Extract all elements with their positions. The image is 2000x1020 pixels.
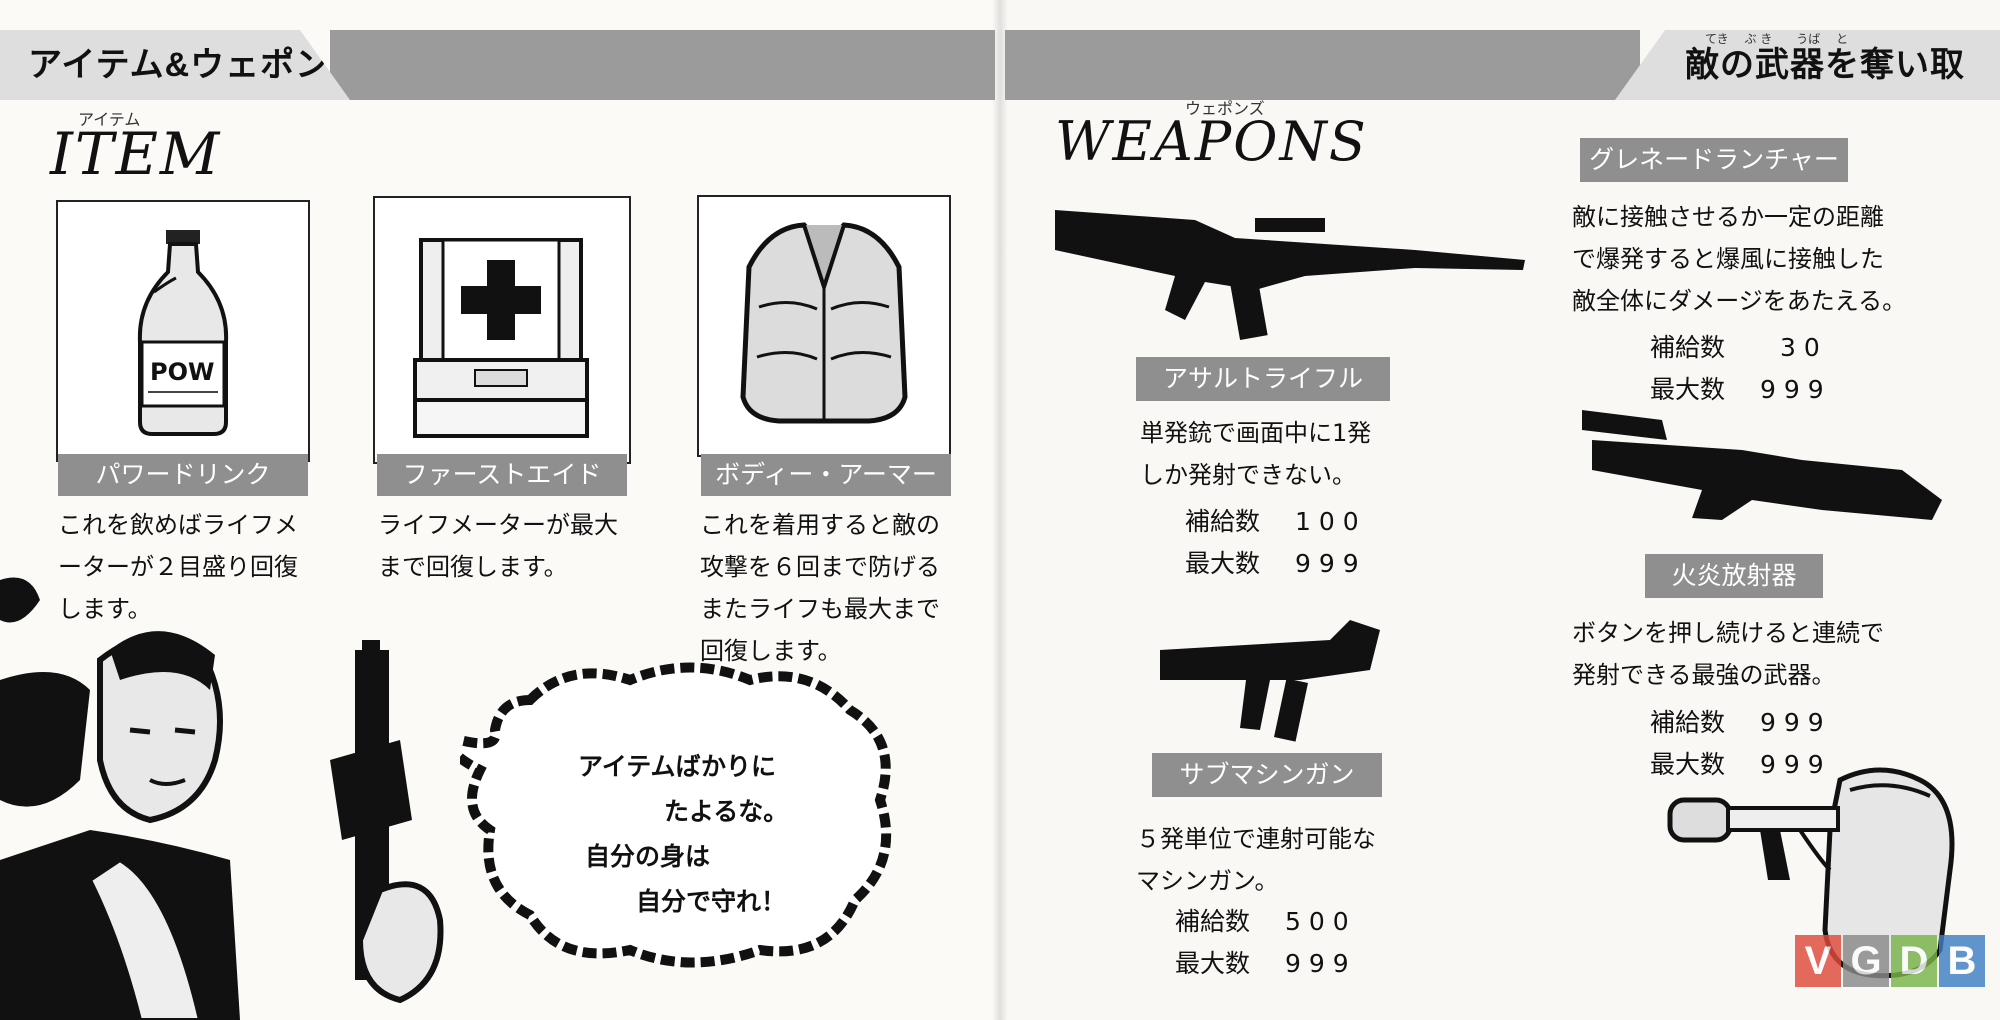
page-number-left: 8 xyxy=(28,982,47,1012)
item-title: ITEM xyxy=(50,120,222,188)
first-aid-kit-icon xyxy=(413,238,589,438)
max-label: 最大数 xyxy=(1650,750,1726,779)
header-bar-right xyxy=(1005,30,1640,100)
weapon-max-submachine-gun: 最大数 999 xyxy=(1175,944,1357,980)
grenade-launcher-icon xyxy=(1582,410,1942,520)
weapon-label-flamethrower: 火炎放射器 xyxy=(1645,554,1823,598)
bubble-line-1: アイテムばかりに xyxy=(578,752,777,781)
supply-label: 補給数 xyxy=(1650,333,1726,362)
bubble-line-4: 自分で守れ！ xyxy=(636,887,787,916)
item-desc-power-drink: これを飲めばライフメ ーターが２目盛り回復 します。 xyxy=(58,511,298,623)
supply-value: 500 xyxy=(1285,907,1357,936)
weapon-max-assault-rifle: 最大数 999 xyxy=(1185,544,1367,580)
logo-tile-d: D xyxy=(1891,935,1937,987)
soldier-illustration xyxy=(0,577,444,1020)
item-label-power-drink: パワードリンク xyxy=(58,454,308,496)
item-card-first-aid xyxy=(373,196,631,464)
weapon-supply-submachine-gun: 補給数 500 xyxy=(1175,902,1357,938)
weapon-label-assault-rifle: アサルトライフル xyxy=(1136,357,1390,401)
item-title-ruby: アイテム xyxy=(78,110,141,129)
header-title-right-text: 敵の武器を奪い取れ！ xyxy=(1685,46,1965,84)
header-bar-left xyxy=(330,30,995,100)
power-drink-bottle-icon: POW xyxy=(137,230,229,436)
bottle-label-text: POW xyxy=(150,358,214,386)
supply-value: 999 xyxy=(1760,708,1832,737)
header-title-right: 敵の武器を奪い取れ！ xyxy=(1615,30,2000,100)
max-value: 999 xyxy=(1295,549,1367,578)
bubble-line-3: 自分の身は xyxy=(585,842,711,871)
max-value: 999 xyxy=(1760,375,1832,404)
item-label-body-armor: ボディー・アーマー xyxy=(701,454,951,496)
max-value: 999 xyxy=(1285,949,1357,978)
body-armor-vest-icon xyxy=(740,222,908,424)
weapon-supply-grenade-launcher: 補給数 30 xyxy=(1650,328,1828,364)
supply-value: 100 xyxy=(1295,507,1367,536)
weapons-title: WEAPONS xyxy=(1055,110,1368,173)
supply-value: 30 xyxy=(1780,333,1828,362)
supply-label: 補給数 xyxy=(1650,708,1726,737)
supply-label: 補給数 xyxy=(1185,507,1261,536)
weapon-label-submachine-gun: サブマシンガン xyxy=(1152,753,1382,797)
header-title-right-ruby: てき ぶ き うば と xyxy=(1705,32,1849,46)
weapon-supply-assault-rifle: 補給数 100 xyxy=(1185,502,1367,538)
flamethrower-icon xyxy=(1667,767,1955,979)
weapon-supply-flamethrower: 補給数 999 xyxy=(1650,703,1832,739)
weapon-desc-grenade-launcher: 敵に接触させるか一定の距離 で爆発すると爆風に接触した 敵全体にダメージをあたえ… xyxy=(1572,203,1907,315)
max-label: 最大数 xyxy=(1650,375,1726,404)
page-gutter xyxy=(992,0,1008,1020)
max-label: 最大数 xyxy=(1175,949,1251,978)
weapon-max-grenade-launcher: 最大数 999 xyxy=(1650,370,1832,406)
weapon-desc-assault-rifle: 単発銃で画面中に1発 しか発射できない。 xyxy=(1140,419,1372,489)
max-value: 999 xyxy=(1760,750,1832,779)
item-desc-body-armor: これを着用すると敵の 攻撃を６回まで防げる またライフも最大まで 回復します。 xyxy=(700,511,940,665)
submachine-gun-icon xyxy=(1160,620,1380,742)
weapons-title-ruby: ウェポンズ xyxy=(1185,99,1265,118)
max-label: 最大数 xyxy=(1185,549,1261,578)
weapon-desc-flamethrower: ボタンを押し続けると連続で 発射できる最強の武器。 xyxy=(1572,619,1884,689)
item-desc-first-aid: ライフメーターが最大 まで回復します。 xyxy=(378,511,618,581)
item-card-body-armor xyxy=(697,195,951,457)
assault-rifle-icon xyxy=(1055,210,1525,340)
header-title-left: アイテム&ウェポン xyxy=(0,30,350,100)
item-label-first-aid: ファーストエイド xyxy=(377,454,627,496)
supply-label: 補給数 xyxy=(1175,907,1251,936)
weapon-label-grenade-launcher: グレネードランチャー xyxy=(1580,138,1848,182)
logo-tile-b: B xyxy=(1939,935,1985,987)
weapon-desc-submachine-gun: ５発単位で連射可能な マシンガン。 xyxy=(1136,825,1376,895)
speech-bubble xyxy=(460,662,892,968)
item-card-power-drink: POW xyxy=(56,200,310,462)
weapon-max-flamethrower: 最大数 999 xyxy=(1650,745,1832,781)
logo-tile-g: G xyxy=(1843,935,1889,987)
logo-tile-v: V xyxy=(1795,935,1841,987)
bubble-line-2: たよるな。 xyxy=(664,797,789,826)
